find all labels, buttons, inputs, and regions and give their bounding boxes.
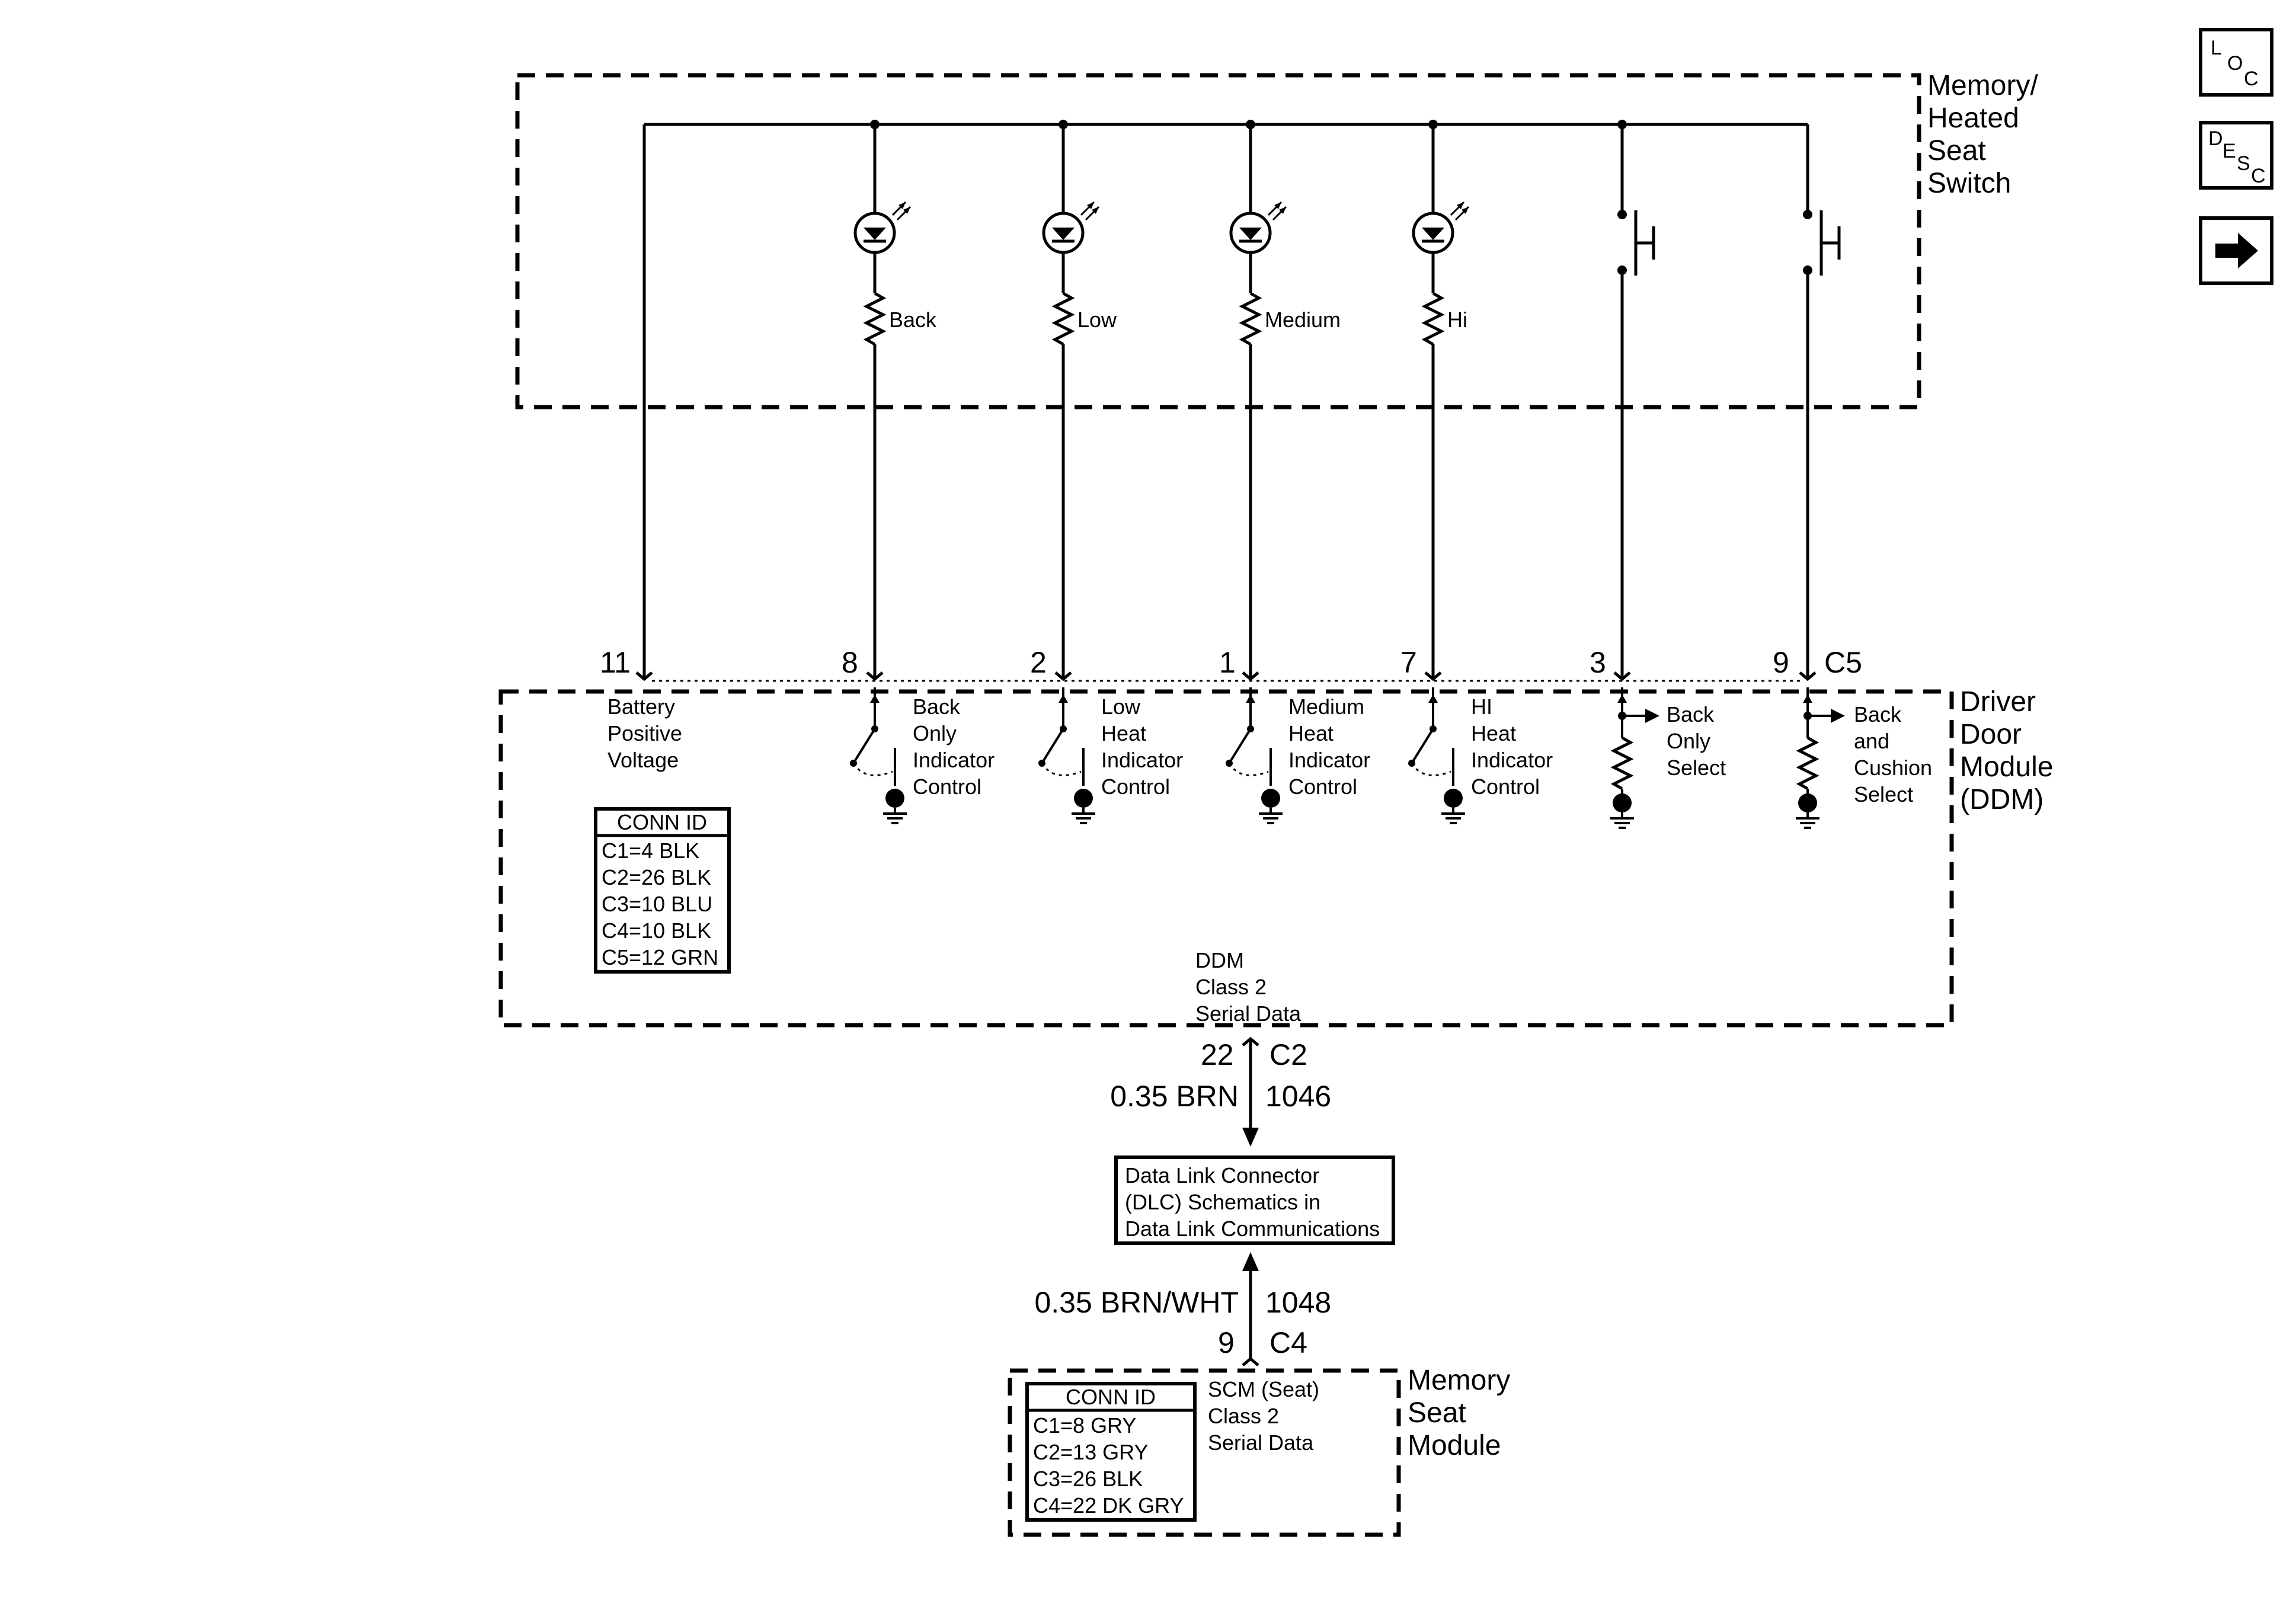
control-label-low: Low Heat Indicator Control: [1101, 694, 1189, 799]
msm-serial-label: SCM (Seat) Class 2 Serial Data: [1208, 1377, 1325, 1455]
svg-text:C: C: [2244, 68, 2259, 90]
pin-9: 9: [1773, 646, 1789, 679]
battery-positive-label: Battery Positive Voltage: [607, 694, 688, 772]
pin-7: 7: [1400, 646, 1417, 679]
svg-text:L: L: [2211, 37, 2222, 59]
connector-c2: C2: [1269, 1038, 1307, 1071]
pin-1: 1: [1219, 646, 1236, 679]
switch-box: [515, 73, 1921, 409]
msm-title: Memory Seat Module: [1408, 1365, 1518, 1461]
msm-box: [1008, 1368, 1401, 1537]
resistor-icon-medium: [1242, 293, 1259, 344]
msm-pin-9: 9: [1218, 1326, 1235, 1359]
connector-c5: C5: [1824, 646, 1862, 679]
dlc-box: Data Link Connector (DLC) Schematics in …: [1114, 1156, 1395, 1245]
resistor-icon-back: [866, 293, 883, 344]
next-arrow-icon[interactable]: [2199, 216, 2273, 285]
msm-conn-id-table: CONN ID C1=8 GRY C2=13 GRY C3=26 BLK C4=…: [1025, 1382, 1197, 1522]
resistor-icon-hi: [1425, 293, 1441, 344]
svg-text:O: O: [2227, 52, 2243, 75]
resistor-icon-low: [1055, 293, 1072, 344]
svg-text:S: S: [2237, 152, 2250, 175]
led-branch-back: Back: [855, 124, 937, 677]
control-label-medium: Medium Heat Indicator Control: [1288, 694, 1376, 799]
ddm-conn-id-table: CONN ID C1=4 BLK C2=26 BLK C3=10 BLU C4=…: [594, 807, 731, 974]
switch-box-title: Memory/ Heated Seat Switch: [1927, 70, 2046, 199]
led-branch-low: Low: [1044, 124, 1117, 677]
led-label-low: Low: [1077, 308, 1117, 332]
pin-2: 2: [1030, 646, 1047, 679]
indicator-control-hi: [1408, 687, 1466, 824]
led-icon-medium: [1231, 202, 1286, 252]
circuit-1046: 1046: [1265, 1080, 1331, 1113]
ddm-box: [498, 689, 1954, 1028]
select-input-back-cushion: [1795, 687, 1845, 829]
switch-back-only: [1617, 124, 1655, 677]
wire-color-1046: 0.35 BRN: [1110, 1080, 1239, 1113]
wire-ddm-to-dlc: [1242, 1039, 1259, 1147]
control-label-hi: HI Heat Indicator Control: [1471, 694, 1559, 799]
led-label-back: Back: [889, 308, 937, 332]
dlc-label: Data Link Connector (DLC) Schematics in …: [1125, 1163, 1380, 1241]
led-label-medium: Medium: [1265, 308, 1341, 332]
msm-conn-id-header: CONN ID: [1066, 1385, 1156, 1409]
pin-11: 11: [600, 646, 631, 679]
led-icon-back: [855, 202, 910, 252]
led-label-hi: Hi: [1447, 308, 1467, 332]
led-branch-medium: Medium: [1231, 124, 1341, 677]
select-label-back-only: Back Only Select: [1667, 702, 1726, 780]
pin-8: 8: [842, 646, 858, 679]
connector-c4: C4: [1269, 1326, 1307, 1359]
desc-icon[interactable]: D E S C: [2199, 121, 2273, 190]
ddm-title: Driver Door Module (DDM): [1960, 686, 2061, 815]
indicator-control-medium: [1226, 687, 1284, 824]
svg-text:E: E: [2223, 140, 2236, 162]
ddm-conn-id-header: CONN ID: [617, 810, 707, 834]
indicator-control-low: [1038, 687, 1096, 824]
select-label-back-cushion: Back and Cushion Select: [1854, 702, 1938, 806]
led-icon-hi: [1414, 202, 1469, 252]
control-label-back: Back Only Indicator Control: [913, 694, 1000, 799]
select-input-back-only: [1609, 687, 1659, 829]
loc-icon[interactable]: L O C: [2199, 28, 2273, 97]
indicator-control-back: [850, 687, 908, 824]
ddm-conn-id-rows: C1=4 BLK C2=26 BLK C3=10 BLU C4=10 BLK C…: [602, 838, 718, 969]
led-branch-hi: Hi: [1414, 124, 1469, 677]
svg-text:D: D: [2208, 127, 2223, 150]
wire-msm-to-dlc: [1242, 1252, 1259, 1365]
msm-conn-id-rows: C1=8 GRY C2=13 GRY C3=26 BLK C4=22 DK GR…: [1033, 1413, 1184, 1518]
led-icon-low: [1044, 202, 1099, 252]
ddm-pin-22: 22: [1201, 1038, 1234, 1071]
circuit-1048: 1048: [1265, 1286, 1331, 1319]
wire-color-1048: 0.35 BRN/WHT: [1034, 1286, 1239, 1319]
ddm-serial-label: DDM Class 2 Serial Data: [1195, 948, 1302, 1026]
svg-text:C: C: [2251, 165, 2266, 187]
pin-3: 3: [1590, 646, 1606, 679]
switch-back-cushion: [1803, 124, 1841, 677]
